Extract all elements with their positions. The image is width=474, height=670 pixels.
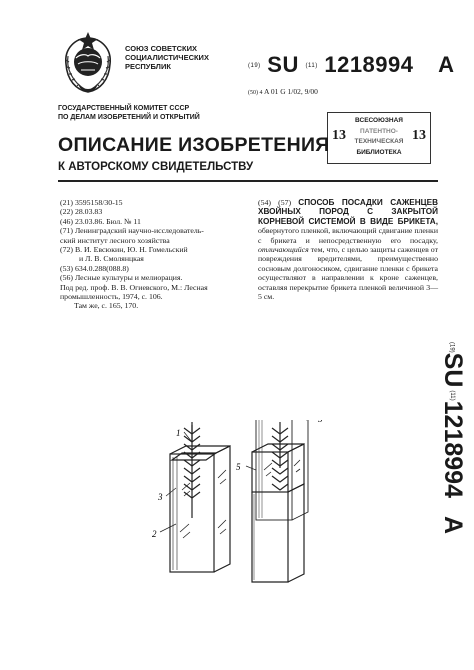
state-name: СОЮЗ СОВЕТСКИХ СОЦИАЛИСТИЧЕСКИХ РЕСПУБЛИ… [125, 44, 209, 71]
pub-number-tag: (11) [305, 63, 318, 70]
side-kind: A [439, 515, 467, 535]
stamp-line: БИБЛИОТЕКА [356, 148, 402, 156]
state-emblem [65, 32, 111, 93]
side-tag-11: (11) [448, 390, 455, 401]
technical-drawing: 1 2 3 4 3 4 5 [152, 420, 323, 583]
document-subtitle: К АВТОРСКОМУ СВИДЕТЕЛЬСТВУ [58, 161, 254, 173]
ipc-classification: (50) 4 A 01 G 1/02, 9/00 [248, 87, 318, 96]
document-title: ОПИСАНИЕ ИЗОБРЕТЕНИЯ [58, 134, 330, 156]
stamp-number-right: 13 [412, 128, 426, 143]
committee-line: ПО ДЕЛАМ ИЗОБРЕТЕНИЙ И ОТКРЫТИЙ [58, 114, 200, 121]
side-number: 1218994 [439, 400, 467, 498]
biblio-line: (46) 23.03.86. Бюл. № 11 [60, 216, 141, 226]
kind-code: A [438, 52, 455, 77]
ref-label-1: 1 [176, 428, 181, 438]
biblio-line: ский институт лесного хозяйства [60, 235, 170, 245]
committee-line: ГОСУДАРСТВЕННЫЙ КОМИТЕТ СССР [58, 105, 190, 112]
biblio-line: (22) 28.03.83 [60, 207, 103, 217]
biblio-line: (71) Ленинградский научно-исследователь- [60, 226, 204, 236]
claim-text: тем, что, с целью защиты саженцев от пов… [258, 245, 438, 302]
ipc-class: A 01 G 1/02, 9/00 [263, 87, 318, 96]
claim-tag: (54) (57) [258, 198, 292, 207]
biblio-line: и Л. В. Смолянцкая [79, 254, 144, 264]
claim-emphasis: отличающийся [258, 245, 309, 255]
state-line: СОЦИАЛИСТИЧЕСКИХ [125, 53, 209, 62]
stamp-line: ВСЕСОЮЗНАЯ [355, 117, 403, 124]
publication-number: (19) SU (11) 1218994 A [248, 52, 455, 78]
biblio-line: Там же, с. 165, 170. [74, 301, 139, 311]
claim-title: СПОСОБ ПОСАДКИ САЖЕНЦЕВ ХВОЙНЫХ ПОРОД С … [258, 198, 438, 226]
ref-label-3-right: 3 [317, 420, 323, 424]
biblio-line: промышленность, 1974, с. 106. [60, 292, 163, 302]
film-sleeve-right [255, 420, 309, 521]
seedling-crown-right [271, 422, 289, 491]
side-tag-19: (19) [448, 342, 455, 353]
patent-number: 1218994 [324, 52, 414, 77]
briquette-left [169, 445, 231, 573]
side-country: SU [439, 352, 467, 388]
state-line: РЕСПУБЛИК [125, 62, 171, 71]
stamp-line: ПАТЕНТНО- [360, 127, 398, 135]
pub-code-tag: (19) [248, 63, 261, 70]
library-stamp: 13 13 ВСЕСОЮЗНАЯ ПАТЕНТНО- ТЕХНИЧЕСКАЯ Б… [327, 112, 431, 164]
claim-text: обвернутого пленкой, включающий сдвигани… [258, 226, 438, 245]
biblio-line: (21) 3595158/30-15 [60, 198, 123, 207]
biblio-line: Под ред. проф. В. В. Огиевского, М.: Лес… [60, 282, 208, 292]
bibliographic-data: (21) 3595158/30-15 (22) 28.03.83 (46) 23… [60, 198, 255, 311]
country-code: SU [267, 52, 299, 77]
header-divider [58, 180, 438, 182]
stamp-line: ТЕХНИЧЕСКАЯ [354, 138, 404, 145]
ref-label-2: 2 [152, 529, 157, 539]
ref-label-3: 3 [157, 492, 163, 502]
biblio-line: (72) В. И. Евсюкин, Ю. Н. Гомельский [60, 245, 188, 255]
state-line: СОЮЗ СОВЕТСКИХ [125, 44, 198, 53]
committee-name: ГОСУДАРСТВЕННЫЙ КОМИТЕТ СССР ПО ДЕЛАМ ИЗ… [58, 104, 200, 122]
stamp-number-left: 13 [332, 128, 346, 143]
biblio-line: (53) 634.0.288(088.8) [60, 263, 129, 273]
biblio-line: (56) Лесные культуры и мелиорация. [60, 273, 183, 283]
vertical-publication-number: (19)SU (11)1218994A [418, 342, 468, 546]
ref-label-5: 5 [236, 462, 241, 472]
invention-claim: (54) (57) СПОСОБ ПОСАДКИ САЖЕНЦЕВ ХВОЙНЫ… [258, 198, 438, 301]
ipc-tag: (50) 4 [248, 90, 263, 96]
briquette-right [251, 443, 305, 583]
seedling-crown-left [183, 422, 201, 518]
